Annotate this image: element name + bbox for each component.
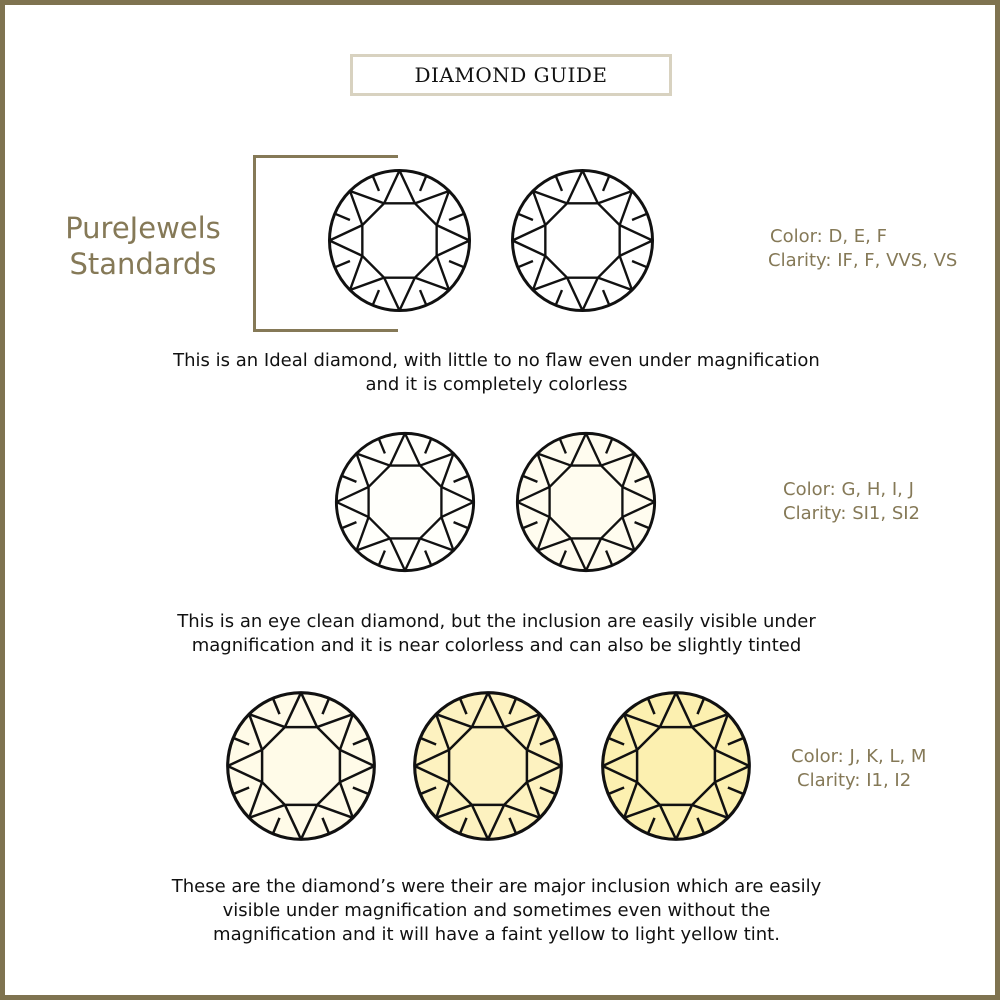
clarity-grade-label: Clarity: SI1, SI2 (783, 503, 921, 524)
diamond-icon (325, 166, 474, 315)
diamond-icon (332, 429, 478, 575)
diamond-icon (508, 166, 657, 315)
brand-label: PureJewels Standards (43, 210, 243, 282)
standards-bracket (253, 155, 398, 332)
tier-2-specs: Color: G, H, I, J Clarity: SI1, SI2 (783, 478, 920, 526)
page-title: DIAMOND GUIDE (414, 63, 608, 87)
description-line: magnification and it will have a faint y… (213, 924, 780, 945)
color-grade-label: Color: J, K, L, M (791, 746, 927, 767)
diamond-icon (513, 429, 659, 575)
diamond-icon (410, 688, 566, 844)
title-banner: DIAMOND GUIDE (350, 54, 672, 96)
tier-1-description: This is an Ideal diamond, with little to… (105, 349, 888, 397)
description-line: This is an eye clean diamond, but the in… (177, 611, 816, 632)
description-line: This is an Ideal diamond, with little to… (173, 350, 820, 371)
color-grade-label: Color: G, H, I, J (783, 479, 914, 500)
color-grade-label: Color: D, E, F (770, 226, 887, 247)
description-line: magnification and it is near colorless a… (191, 635, 802, 656)
clarity-grade-label: Clarity: IF, F, VVS, VS (768, 250, 958, 271)
tier-2-description: This is an eye clean diamond, but the in… (105, 610, 888, 658)
diamond-icon (598, 688, 754, 844)
tier-1-specs: Color: D, E, F Clarity: IF, F, VVS, VS (768, 225, 958, 273)
brand-line-2: Standards (69, 247, 217, 281)
description-line: and it is completely colorless (365, 374, 628, 395)
description-line: visible under magnification and sometime… (222, 900, 771, 921)
diamond-icon (223, 688, 379, 844)
clarity-grade-label: Clarity: I1, I2 (797, 770, 912, 791)
brand-line-1: PureJewels (65, 211, 221, 245)
tier-3-specs: Color: J, K, L, M Clarity: I1, I2 (791, 745, 926, 793)
description-line: These are the diamond’s were their are m… (171, 876, 822, 897)
tier-3-description: These are the diamond’s were their are m… (105, 875, 888, 947)
